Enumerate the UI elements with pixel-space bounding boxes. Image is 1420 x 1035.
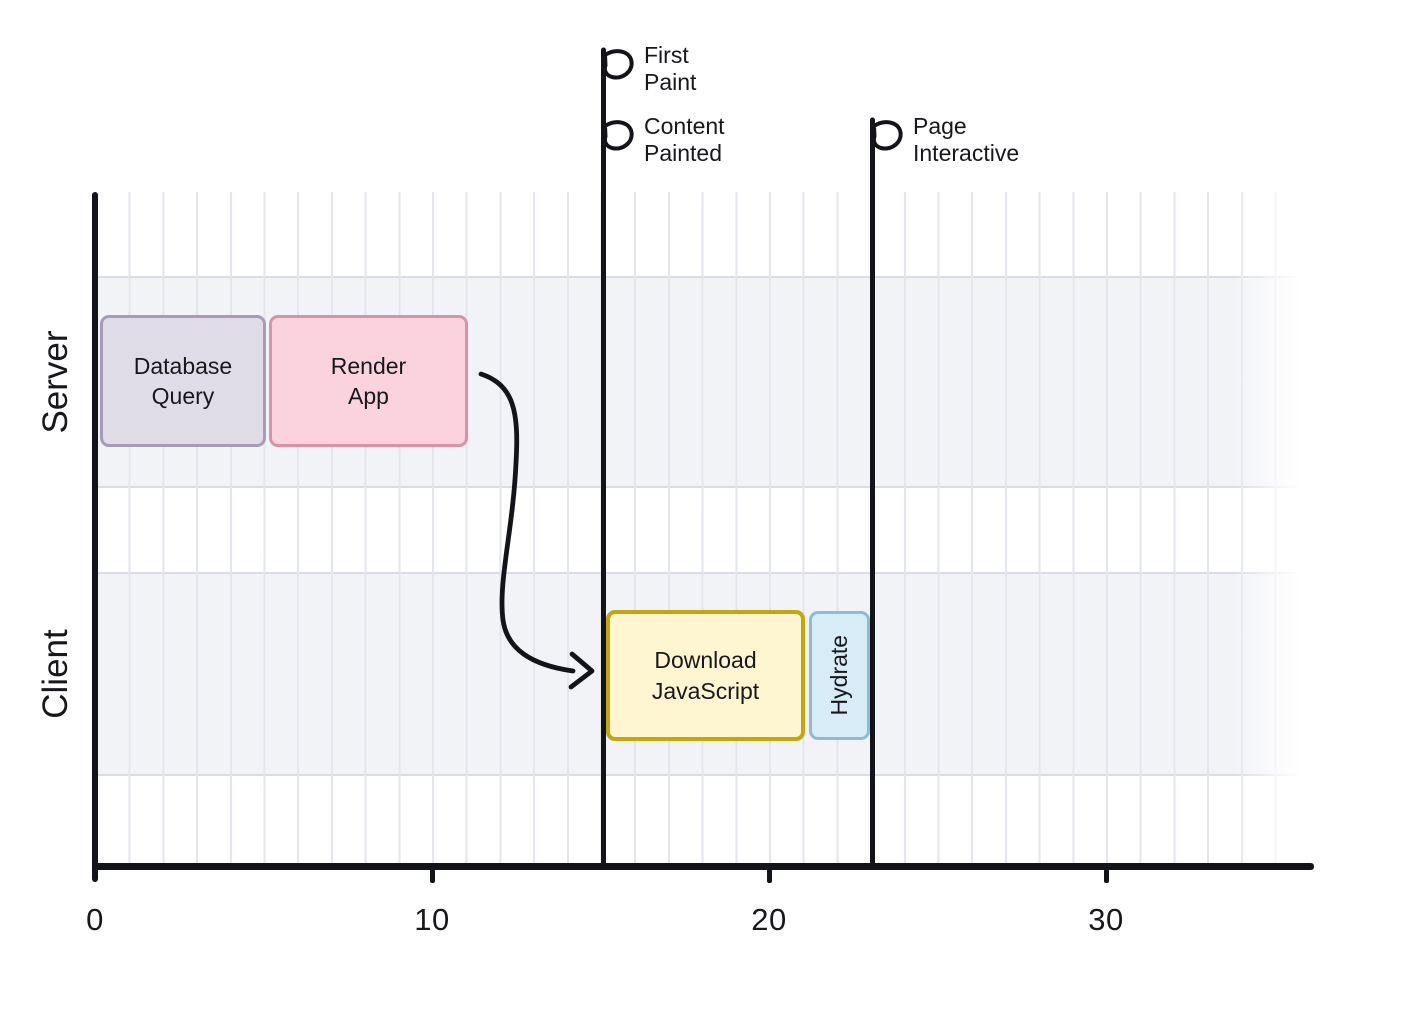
x-tick-label-30: 30 (1088, 902, 1124, 937)
x-tick-label-0: 0 (86, 902, 104, 937)
task-download-javascript: Download JavaScript (606, 610, 805, 741)
flag-icon-first-paint (602, 49, 634, 80)
y-axis-line (92, 192, 98, 882)
x-tick-20 (766, 869, 772, 883)
lane-label-client: Client (36, 629, 75, 719)
x-axis-line (92, 863, 1314, 870)
milestone-label-page-interactive: Page Interactive (913, 113, 1020, 166)
x-tick-30 (1103, 869, 1109, 883)
x-tick-label-10: 10 (414, 902, 450, 937)
task-download-javascript-label: Download JavaScript (651, 647, 760, 704)
minor-gridlines (95, 192, 1278, 867)
task-database-query-label: Database Query (133, 352, 233, 409)
flag-icon-page-interactive (871, 120, 903, 151)
x-tick-label-20: 20 (751, 902, 787, 937)
task-render-app-label: Render App (330, 352, 407, 409)
task-render-app: Render App (269, 315, 468, 447)
task-database-query: Database Query (100, 315, 266, 447)
milestone-label-first-paint: First Paint (644, 42, 697, 95)
task-hydrate: Hydrate (809, 611, 870, 740)
flag-icon-content-painted (602, 120, 634, 151)
milestone-label-content-painted: Content Painted (644, 113, 725, 166)
x-tick-10 (429, 869, 435, 883)
plot-right-fade (1232, 190, 1310, 866)
lane-label-server: Server (36, 330, 75, 434)
task-hydrate-label: Hydrate (826, 635, 853, 716)
